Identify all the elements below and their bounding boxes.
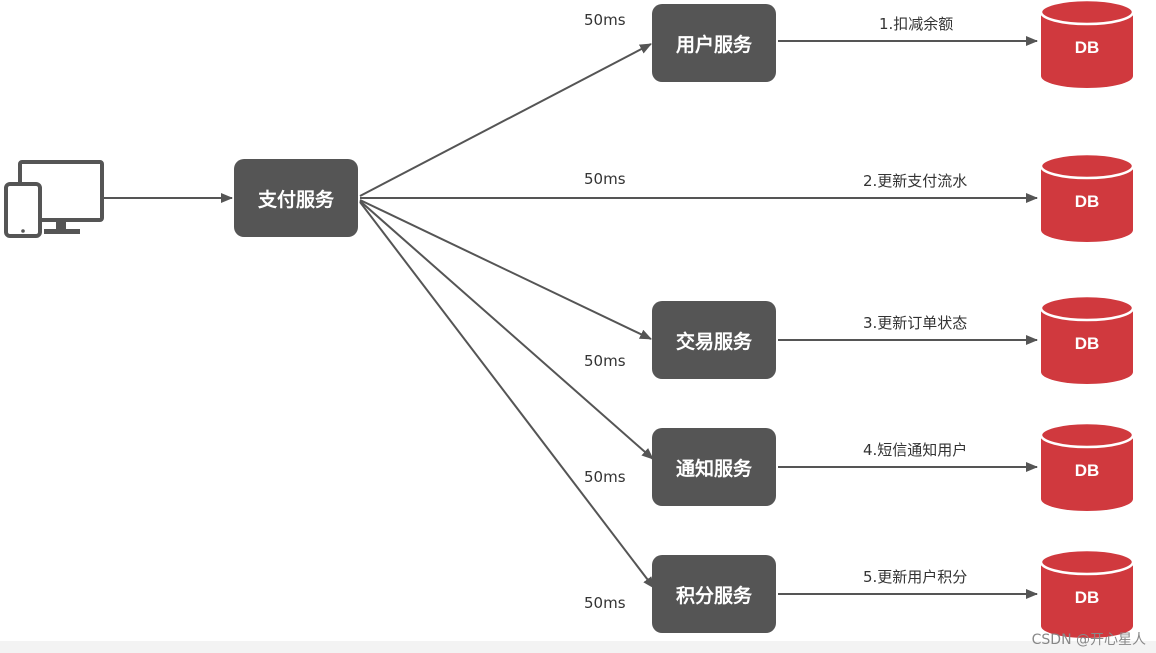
- db-label: DB: [1074, 192, 1100, 211]
- database-icon: [1039, 421, 1135, 511]
- db-label: DB: [1074, 461, 1100, 480]
- database-icon: [1039, 0, 1135, 88]
- watermark: CSDN @开心星人: [1031, 632, 1146, 648]
- phone-and-monitor-icon: [4, 160, 104, 238]
- latency-label: 50ms: [584, 352, 626, 370]
- latency-label: 50ms: [584, 11, 626, 29]
- user-service-label: 用户服务: [675, 33, 752, 56]
- latency-label: 50ms: [584, 594, 626, 612]
- arrow-pay-to-user-service: [359, 43, 652, 197]
- step-label: 4.短信通知用户: [863, 441, 968, 459]
- step-label: 2.更新支付流水: [863, 172, 968, 190]
- database-cylinder: DB: [1039, 0, 1135, 90]
- step-label: 1.扣减余额: [879, 15, 954, 33]
- db-label: DB: [1074, 334, 1100, 353]
- database-cylinder: DB: [1039, 421, 1135, 513]
- footer-band: [0, 641, 1156, 653]
- database-icon: [1039, 294, 1135, 384]
- arrow-pay-to-trade-service: [359, 199, 652, 340]
- database-icon: [1039, 548, 1135, 638]
- points-service-label: 积分服务: [675, 584, 752, 607]
- trade-service-label: 交易服务: [675, 330, 752, 353]
- trade-service-box: 交易服务: [652, 301, 776, 379]
- notify-service-label: 通知服务: [675, 457, 752, 480]
- notify-service-box: 通知服务: [652, 428, 776, 506]
- user-service-box: 用户服务: [652, 4, 776, 82]
- step-label: 5.更新用户积分: [863, 568, 968, 586]
- arrow-pay-to-points-service: [359, 201, 655, 589]
- database-icon: [1039, 152, 1135, 242]
- arrow-pay-to-notify-service: [359, 200, 654, 460]
- pay-service-box: 支付服务: [234, 159, 358, 237]
- latency-label: 50ms: [584, 170, 626, 188]
- latency-label: 50ms: [584, 468, 626, 486]
- db-label: DB: [1074, 588, 1100, 607]
- points-service-box: 积分服务: [652, 555, 776, 633]
- database-cylinder: DB: [1039, 548, 1135, 640]
- database-cylinder: DB: [1039, 294, 1135, 386]
- pay-service-label: 支付服务: [257, 188, 334, 211]
- step-label: 3.更新订单状态: [863, 314, 968, 332]
- db-label: DB: [1074, 38, 1100, 57]
- database-cylinder: DB: [1039, 152, 1135, 244]
